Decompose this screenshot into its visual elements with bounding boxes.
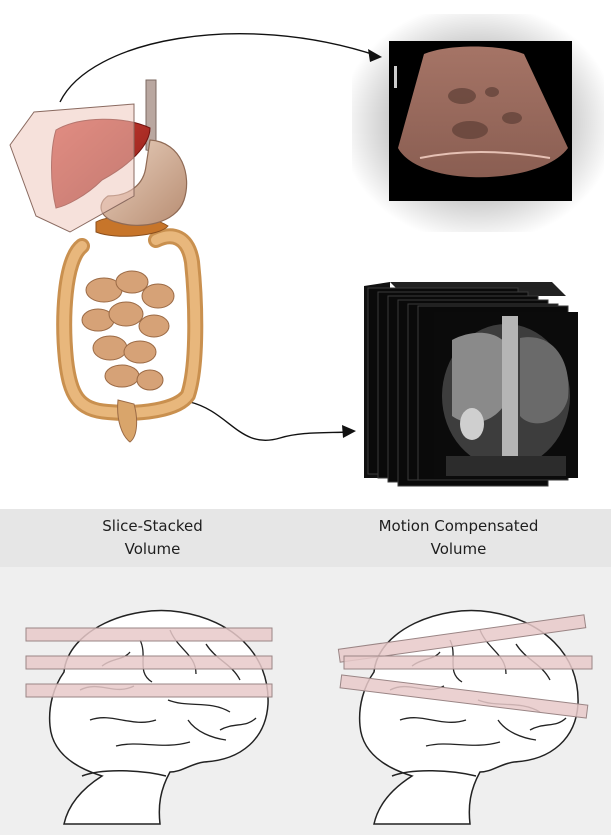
compensated-slices [337,614,593,719]
slice-1 [25,627,273,642]
left-title-line1: Slice-Stacked [102,517,203,535]
ct-volume-stack-icon [364,282,578,487]
right-title-line2: Volume [430,540,487,558]
slice-3 [339,674,589,719]
arrow-to-ultrasound [59,33,379,103]
slice-1 [337,614,587,663]
right-title-line1: Motion Compensated [378,517,539,535]
column-header-band: Slice-Stacked Volume Motion Compensated … [0,509,611,567]
aligned-slices [25,627,273,698]
motion-compensated-brain-diagram [337,609,593,825]
arrow-to-ct [189,401,351,441]
slice-2 [25,655,273,670]
brain-outline-icon [48,609,269,825]
anatomy-diagram [9,14,604,487]
slice-stacked-brain-diagram [25,609,273,825]
digestive-organs-icon [9,79,204,443]
slice-2 [343,655,593,670]
left-title-line2: Volume [124,540,181,558]
imaging-plane [9,103,135,233]
right-column-title: Motion Compensated Volume [306,515,611,561]
arrow-head-ct [342,425,356,438]
ultrasound-image-icon [352,14,604,232]
slice-3 [25,683,273,698]
left-column-title: Slice-Stacked Volume [0,515,305,561]
